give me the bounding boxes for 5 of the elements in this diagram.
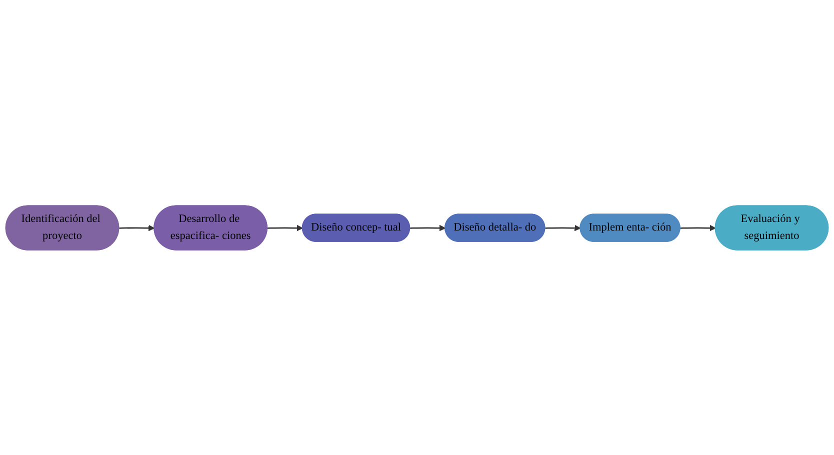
arrow bbox=[410, 224, 446, 231]
arrow bbox=[545, 224, 581, 231]
arrow bbox=[680, 224, 716, 231]
arrow bbox=[267, 224, 303, 231]
arrow bbox=[119, 224, 155, 231]
